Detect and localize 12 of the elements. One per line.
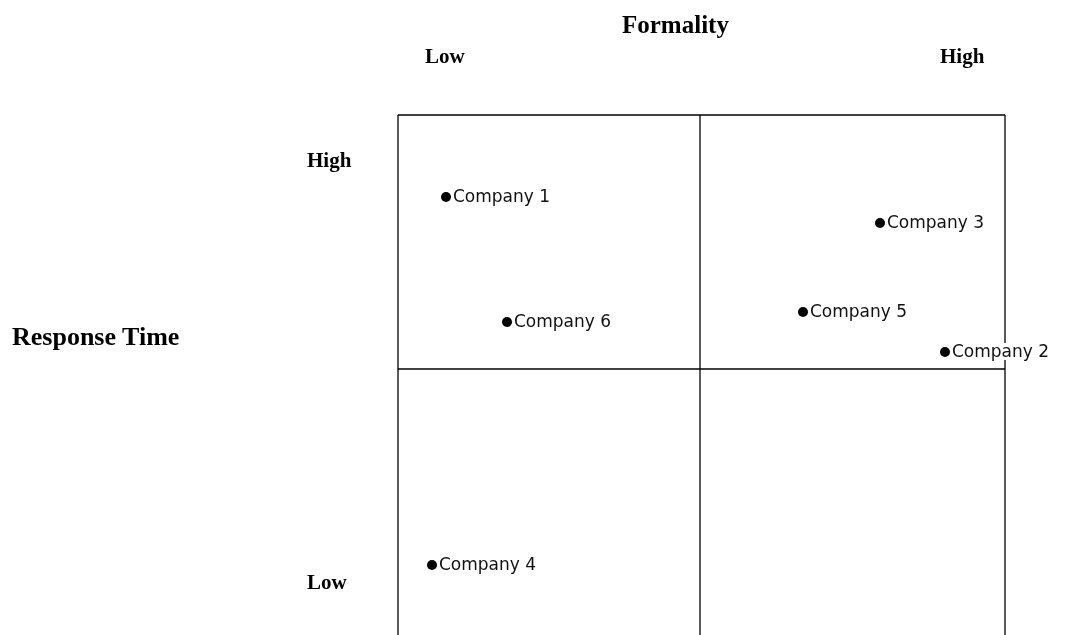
point-label: Company 4 <box>439 556 537 573</box>
axis-title: Formality <box>622 12 729 37</box>
axis-tick-label: High <box>940 46 985 67</box>
point-label: Company 1 <box>453 188 551 205</box>
point-label: Company 2 <box>952 343 1050 360</box>
axis-tick-label: High <box>307 150 352 171</box>
point-label: Company 6 <box>514 313 612 330</box>
point-label: Company 3 <box>887 214 985 231</box>
axis-tick-label: Low <box>425 46 465 67</box>
point-label: Company 5 <box>810 303 908 320</box>
axis-title: Response Time <box>12 324 180 350</box>
axis-tick-label: Low <box>307 572 347 593</box>
